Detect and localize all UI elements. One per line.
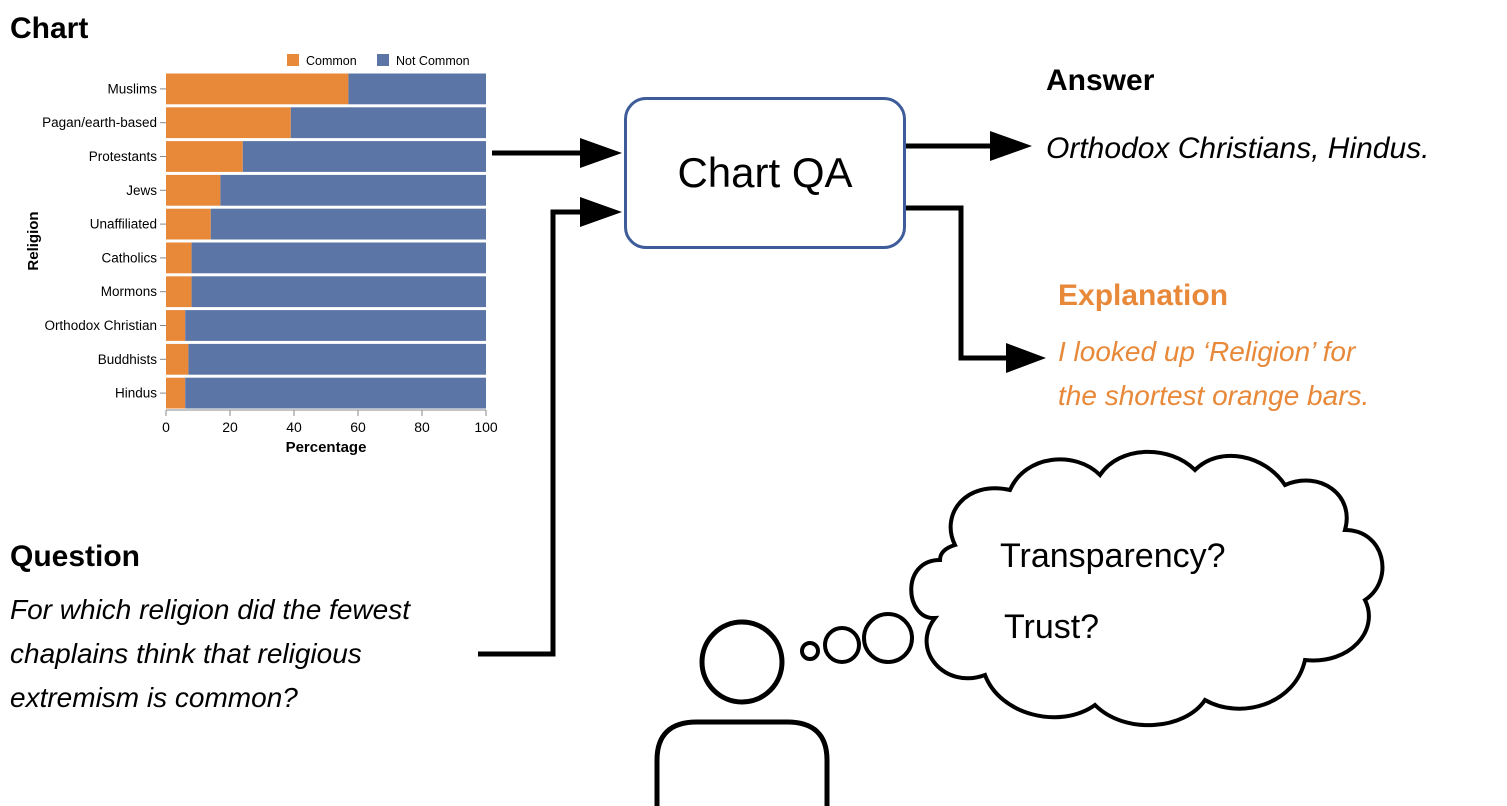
bar-segment xyxy=(220,174,486,206)
x-tick-label: 0 xyxy=(162,419,170,435)
answer-text: Orthodox Christians, Hindus. xyxy=(1046,132,1430,165)
explanation-heading: Explanation xyxy=(1058,279,1229,312)
explanation-line: the shortest orange bars. xyxy=(1058,380,1370,411)
x-tick-label: 20 xyxy=(222,419,238,435)
question-line: For which religion did the fewest xyxy=(10,594,410,625)
legend-swatch xyxy=(287,54,299,66)
bar-segment xyxy=(290,107,486,139)
person-icon xyxy=(654,619,830,806)
y-axis-title: Religion xyxy=(25,211,42,270)
x-tick-label: 100 xyxy=(474,419,498,435)
bar-segment xyxy=(191,276,486,308)
thought-bubbles-icon xyxy=(800,612,914,664)
y-tick-label: Orthodox Christian xyxy=(44,318,157,333)
x-tick-label: 80 xyxy=(414,419,430,435)
x-tick-label: 40 xyxy=(286,419,302,435)
legend-label: Common xyxy=(306,54,357,68)
bar-segment xyxy=(210,208,487,240)
legend-swatch xyxy=(377,54,389,66)
model-to-explanation-arrow xyxy=(902,205,1046,373)
bar-segment xyxy=(166,343,189,375)
y-tick-label: Catholics xyxy=(101,250,157,265)
question-heading: Question xyxy=(10,540,141,573)
chart-heading: Chart xyxy=(10,12,89,45)
bar-segment xyxy=(166,377,186,409)
stacked-bar-chart: Common Not CommonMuslimsPagan/earth-based… xyxy=(25,54,498,456)
x-axis-title: Percentage xyxy=(286,439,367,456)
chart-qa-label: Chart QA xyxy=(677,149,853,196)
bar-segment xyxy=(166,242,192,274)
bar-segment xyxy=(166,276,192,308)
bar-segment xyxy=(348,73,486,105)
answer-heading: Answer xyxy=(1046,64,1155,97)
y-tick-label: Protestants xyxy=(89,149,158,164)
bar-segment xyxy=(242,141,486,172)
model-to-answer-arrow xyxy=(902,131,1032,161)
x-tick-label: 60 xyxy=(350,419,366,435)
bar-segment xyxy=(166,174,221,206)
thought-transparency: Transparency? xyxy=(1000,537,1226,575)
explanation-text: I looked up ‘Religion’ for the shortest … xyxy=(1058,330,1369,418)
bar-segment xyxy=(166,107,291,139)
y-tick-label: Unaffiliated xyxy=(90,217,157,232)
y-tick-label: Hindus xyxy=(115,386,157,401)
bar-segment xyxy=(166,73,349,105)
y-tick-label: Mormons xyxy=(101,284,158,299)
bar-segment xyxy=(191,242,486,274)
thought-trust: Trust? xyxy=(1004,608,1100,646)
bar-segment xyxy=(188,343,486,375)
question-text: For which religion did the fewest chapla… xyxy=(10,588,410,720)
question-line: extremism is common? xyxy=(10,682,298,713)
bar-segment xyxy=(185,377,486,409)
bar-segment xyxy=(166,208,211,240)
question-line: chaplains think that religious xyxy=(10,638,362,669)
explanation-line: I looked up ‘Religion’ for xyxy=(1058,336,1356,367)
y-tick-label: Jews xyxy=(126,183,157,198)
chart-qa-model-box: Chart QA xyxy=(624,97,906,249)
chart-to-model-arrow xyxy=(492,138,622,168)
question-to-model-arrow xyxy=(478,197,622,657)
y-tick-label: Buddhists xyxy=(98,352,158,367)
bar-segment xyxy=(166,141,243,172)
legend-label: Not Common xyxy=(396,54,470,68)
y-tick-label: Muslims xyxy=(108,81,158,96)
thought-cloud-icon xyxy=(909,449,1385,727)
bar-segment xyxy=(166,310,186,341)
bar-segment xyxy=(185,310,486,341)
y-tick-label: Pagan/earth-based xyxy=(42,115,157,130)
